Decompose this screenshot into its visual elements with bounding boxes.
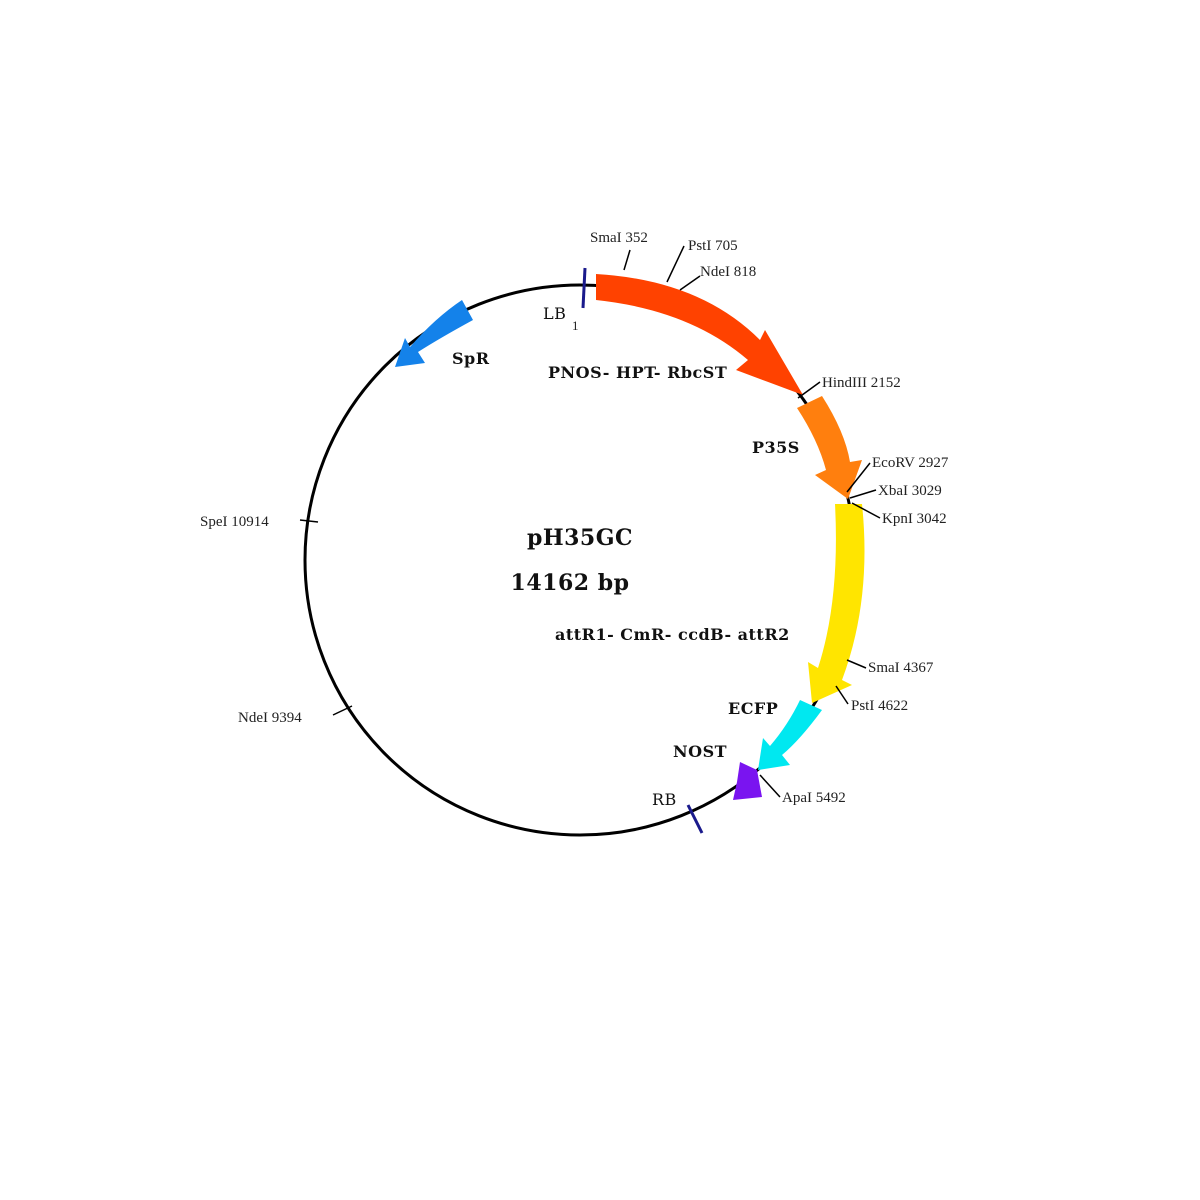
tick-smai-352 (623, 249, 631, 271)
feature-label-ecfp: ECFP (728, 699, 778, 718)
tick-xbai-3029 (849, 489, 877, 499)
tick-apai-5492 (759, 774, 781, 798)
site-ticks (299, 245, 881, 798)
lb-border-mark (581, 267, 587, 309)
tick-psti-705 (666, 245, 685, 283)
feature-arrow-pnos-hpt-rbcst[interactable] (596, 274, 803, 395)
feature-label-spr: SpR (452, 349, 490, 368)
feature-arrows (395, 274, 865, 800)
feature-label-nost: NOST (673, 742, 727, 761)
site-label-apai-5492: ApaI 5492 (782, 790, 846, 806)
tick-psti-4622 (835, 685, 849, 705)
feature-arrow-spr[interactable] (395, 300, 473, 367)
site-label-psti-4622: PstI 4622 (851, 698, 908, 714)
tick-ecorv-2927 (846, 462, 871, 493)
plasmid-size: 14162 bp (511, 570, 630, 596)
tick-smai-4367 (846, 659, 867, 669)
site-label-spei-10914: SpeI 10914 (200, 514, 269, 530)
tick-ndei-818 (679, 275, 701, 291)
site-label-smai-352: SmaI 352 (590, 230, 648, 246)
feature-arrow-ecfp[interactable] (758, 700, 822, 770)
site-label-hindiii-2152: HindIII 2152 (822, 375, 901, 391)
tick-kpni-3042 (851, 502, 881, 519)
lb-position: 1 (572, 318, 579, 333)
site-label-smai-4367: SmaI 4367 (868, 660, 934, 676)
tick-spei-10914 (299, 519, 319, 523)
lb-label: LB (543, 304, 566, 323)
feature-arrow-nost[interactable] (733, 762, 762, 800)
plasmid-name: pH35GC (527, 525, 633, 551)
site-label-ndei-9394: NdeI 9394 (238, 710, 302, 726)
site-label-ecorv-2927: EcoRV 2927 (872, 455, 949, 471)
rb-label: RB (652, 790, 677, 809)
site-label-ndei-818: NdeI 818 (700, 264, 756, 280)
feature-arrow-attr-cassette[interactable] (808, 504, 865, 703)
tick-hindiii-2152 (797, 381, 821, 399)
site-label-xbai-3029: XbaI 3029 (878, 483, 942, 499)
feature-label-p35s: P35S (752, 438, 800, 457)
site-label-kpni-3042: KpnI 3042 (882, 511, 947, 527)
feature-label-attr-cassette: attR1- CmR- ccdB- attR2 (555, 625, 790, 644)
feature-label-pnos-hpt-rbcst: PNOS- HPT- RbcST (548, 363, 727, 382)
rb-border-mark (686, 804, 704, 834)
site-label-psti-705: PstI 705 (688, 238, 738, 254)
feature-arrow-p35s[interactable] (797, 396, 862, 499)
tick-ndei-9394 (332, 705, 353, 716)
